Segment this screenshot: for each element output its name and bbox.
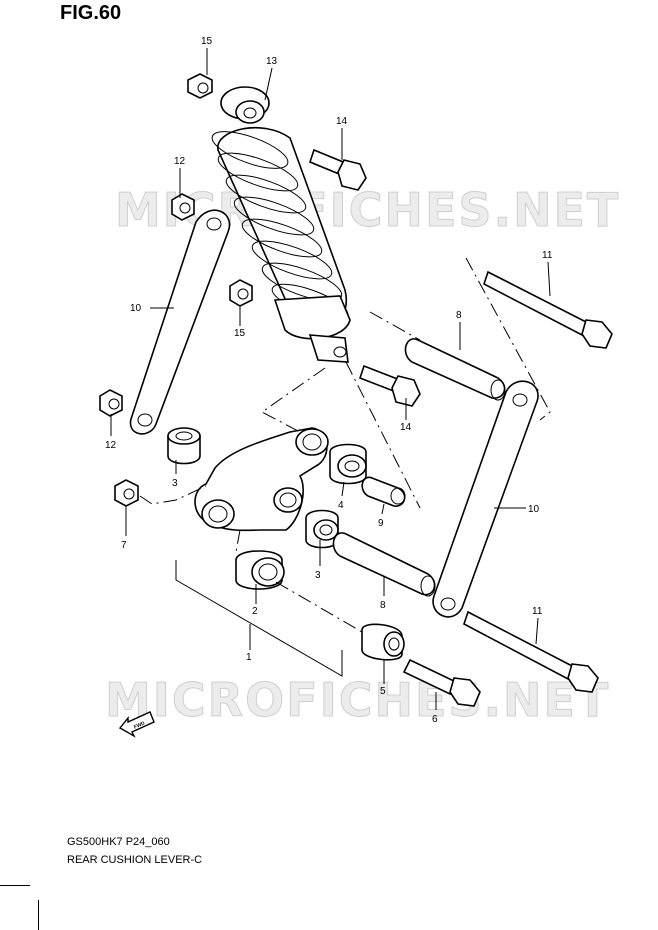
callout-2: 2 [252, 606, 258, 617]
figure-title: FIG.60 [60, 2, 122, 24]
forward-arrow-icon: FWD [118, 711, 155, 738]
fwd-label: FWD [133, 720, 146, 730]
callout-15-lower: 15 [234, 328, 246, 339]
cushion-rod-right [432, 380, 539, 618]
nut-15-top [187, 73, 213, 99]
callout-14-lower: 14 [400, 422, 412, 433]
group-bracket-1 [175, 560, 343, 677]
callout-6: 6 [432, 714, 438, 725]
callout-8-lower: 8 [380, 600, 386, 611]
callout-3-lower: 3 [315, 570, 321, 581]
callout-13: 13 [266, 56, 278, 67]
assembly-lines [139, 257, 551, 633]
callout-12-lower: 12 [105, 440, 117, 451]
bearing-3-upper [167, 427, 201, 465]
cushion-rod-left [129, 209, 231, 435]
bolt-11-top [483, 270, 613, 349]
nut-15-lower [229, 279, 253, 307]
spacer-5 [361, 623, 405, 661]
bolt-6 [402, 658, 481, 707]
bearing-3-lower [305, 509, 339, 549]
spacer-8-lower [332, 532, 436, 597]
bolt-11-bottom [463, 610, 599, 693]
cushion-lever [194, 427, 329, 532]
callout-14-top: 14 [336, 116, 348, 127]
bolt-14-top [309, 148, 367, 191]
callout-8-upper: 8 [456, 310, 462, 321]
callout-4: 4 [338, 500, 344, 511]
nut-12-top [171, 193, 195, 221]
bearing-4 [329, 443, 367, 485]
callout-3-upper: 3 [172, 478, 178, 489]
leader-lines [110, 48, 551, 710]
crop-mark-horizontal [0, 885, 30, 886]
caption-title: REAR CUSHION LEVER-C [67, 854, 203, 866]
bolt-14-lower [359, 364, 421, 407]
callout-10-left: 10 [130, 303, 142, 314]
callout-10-right: 10 [528, 504, 540, 515]
callout-11-bottom: 11 [532, 606, 543, 617]
callout-11-top: 11 [542, 250, 553, 261]
callout-1: 1 [246, 652, 252, 663]
caption-code: GS500HK7 P24_060 [67, 836, 170, 848]
spacer-9 [361, 476, 406, 507]
nut-12-lower [99, 389, 123, 417]
callout-9: 9 [378, 518, 384, 529]
callout-5: 5 [380, 686, 386, 697]
nut-7 [114, 479, 139, 507]
bearing-2 [235, 550, 285, 590]
callout-7: 7 [121, 540, 127, 551]
watermark-bottom: MICROFICHES.NET [105, 673, 610, 727]
rear-shock-absorber [211, 86, 351, 363]
callout-12-top: 12 [174, 156, 186, 167]
callout-15-top: 15 [201, 36, 213, 47]
callout-labels: 15 13 14 12 11 10 15 8 14 12 3 4 9 10 7 … [105, 36, 553, 725]
spacer-8-upper [404, 338, 506, 401]
crop-mark-vertical [38, 900, 39, 930]
